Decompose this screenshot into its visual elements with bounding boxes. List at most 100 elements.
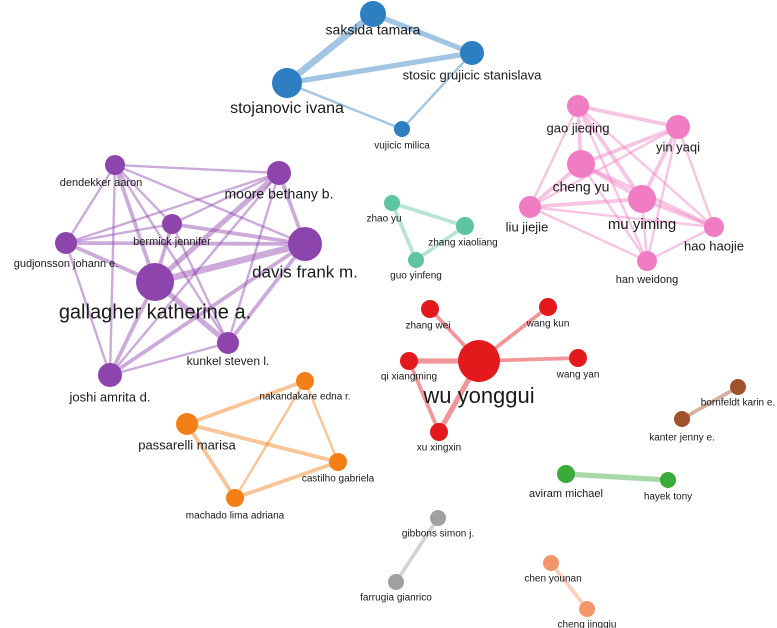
node-label-xuxx: xu xingxin bbox=[417, 443, 461, 454]
edge-moore-joshi bbox=[108, 171, 281, 377]
edge-gudjonsson-davis bbox=[64, 241, 307, 246]
edge-dendekker-joshi bbox=[108, 163, 117, 377]
node-label-haohaojie: hao haojie bbox=[684, 238, 744, 253]
edge-moore-gudjonsson bbox=[64, 171, 281, 245]
node-bornfeldt[interactable] bbox=[730, 379, 746, 395]
node-kunkel[interactable] bbox=[217, 332, 239, 354]
node-muyiming[interactable] bbox=[628, 185, 656, 213]
node-wangkun[interactable] bbox=[539, 298, 557, 316]
node-label-machado: machado lima adriana bbox=[186, 511, 285, 522]
node-label-aviram: aviram michael bbox=[529, 488, 603, 500]
node-nakandakare[interactable] bbox=[296, 372, 314, 390]
edge-saksida-stosic bbox=[370, 11, 475, 56]
node-label-passarelli: passarelli marisa bbox=[138, 437, 236, 452]
edge-dendekker-gallagher bbox=[113, 163, 157, 284]
node-bermick[interactable] bbox=[162, 214, 182, 234]
node-zhangwei[interactable] bbox=[421, 300, 439, 318]
edge-gudjonsson-joshi bbox=[64, 241, 112, 377]
node-machado[interactable] bbox=[226, 489, 244, 507]
node-label-wangyan: wang yan bbox=[556, 370, 600, 381]
node-hanweidong[interactable] bbox=[637, 251, 657, 271]
node-haohaojie[interactable] bbox=[704, 217, 724, 237]
node-gibbons[interactable] bbox=[430, 510, 446, 526]
edge-yinyaqi-chengyu bbox=[579, 125, 680, 166]
edge-stojanovic-vujicic bbox=[285, 81, 404, 131]
node-label-stosic: stosic grujicic stanislava bbox=[403, 67, 542, 82]
edge-moore-gallagher bbox=[152, 170, 282, 285]
edge-passarelli-castilho bbox=[185, 422, 340, 464]
node-hayek[interactable] bbox=[660, 472, 676, 488]
edge-davis-gallagher bbox=[151, 240, 309, 286]
node-chenyounan[interactable] bbox=[543, 555, 559, 571]
node-qixm[interactable] bbox=[400, 352, 418, 370]
edge-dendekker-bermick bbox=[113, 163, 174, 226]
edge-zhangxl-guoyf bbox=[414, 224, 467, 262]
node-chengyu[interactable] bbox=[567, 150, 595, 178]
edge-yinyaqi-liujiejie bbox=[528, 125, 680, 209]
edge-moore-bermick bbox=[170, 171, 281, 226]
edge-nakandakare-castilho bbox=[303, 379, 340, 464]
edge-dendekker-davis bbox=[113, 163, 307, 246]
node-joshi[interactable] bbox=[98, 363, 122, 387]
node-zhaoyu[interactable] bbox=[384, 195, 400, 211]
edge-gao-muyiming bbox=[576, 104, 644, 201]
node-davis[interactable] bbox=[288, 227, 322, 261]
edge-liujiejie-hanweidong bbox=[528, 205, 649, 263]
edge-zhaoyu-zhangxl bbox=[390, 201, 467, 228]
node-xuxx[interactable] bbox=[430, 423, 448, 441]
node-kanter[interactable] bbox=[674, 411, 690, 427]
node-label-zhaoyu: zhao yu bbox=[366, 214, 401, 225]
edge-gao-liujiejie bbox=[528, 104, 580, 209]
edge-nakandakare-machado bbox=[233, 379, 307, 500]
node-stosic[interactable] bbox=[460, 41, 484, 65]
edge-aviram-hayek bbox=[563, 471, 671, 483]
node-aviram[interactable] bbox=[557, 465, 575, 483]
node-label-gibbons: gibbons simon j. bbox=[402, 529, 474, 540]
node-castilho[interactable] bbox=[329, 453, 347, 471]
node-chengjq[interactable] bbox=[579, 601, 595, 617]
node-moore[interactable] bbox=[267, 161, 291, 185]
node-label-kunkel: kunkel steven l. bbox=[187, 354, 270, 368]
edge-dendekker-gudjonsson bbox=[64, 163, 117, 245]
node-liujiejie[interactable] bbox=[519, 196, 541, 218]
edge-bermick-kunkel bbox=[170, 222, 230, 345]
node-wangyan[interactable] bbox=[569, 349, 587, 367]
node-label-chenyounan: chen younan bbox=[524, 574, 581, 585]
node-passarelli[interactable] bbox=[176, 413, 198, 435]
nodes-layer bbox=[55, 1, 746, 617]
node-zhangxl[interactable] bbox=[456, 217, 474, 235]
edge-liujiejie-muyiming bbox=[528, 197, 644, 209]
edge-davis-joshi bbox=[108, 242, 307, 377]
node-label-davis: davis frank m. bbox=[252, 262, 358, 281]
node-saksida[interactable] bbox=[360, 1, 386, 27]
node-wuyg[interactable] bbox=[458, 340, 500, 382]
edge-qixm-xuxx bbox=[407, 359, 441, 434]
node-label-farrugia: farrugia gianrico bbox=[360, 593, 432, 604]
edge-dendekker-kunkel bbox=[113, 163, 230, 345]
node-guoyf[interactable] bbox=[408, 252, 424, 268]
node-label-chengyu: cheng yu bbox=[553, 179, 610, 195]
node-label-guoyf: guo yinfeng bbox=[390, 271, 442, 282]
edge-bermick-gudjonsson bbox=[64, 222, 174, 245]
edge-passarelli-machado bbox=[185, 422, 237, 500]
node-dendekker[interactable] bbox=[105, 155, 125, 175]
node-label-zhangxl: zhang xiaoliang bbox=[428, 238, 498, 249]
node-vujicic[interactable] bbox=[394, 121, 410, 137]
node-gudjonsson[interactable] bbox=[55, 232, 77, 254]
node-yinyaqi[interactable] bbox=[666, 115, 690, 139]
node-farrugia[interactable] bbox=[388, 574, 404, 590]
node-label-nakandakare: nakandakare edna r. bbox=[259, 392, 350, 403]
node-gao[interactable] bbox=[567, 95, 589, 117]
edge-liujiejie-haohaojie bbox=[528, 205, 716, 229]
node-gallagher[interactable] bbox=[136, 263, 174, 301]
edge-gao-yinyaqi bbox=[576, 104, 680, 129]
edge-chengyu-hanweidong bbox=[579, 162, 649, 263]
edge-castilho-machado bbox=[233, 460, 340, 500]
node-stojanovic[interactable] bbox=[272, 68, 302, 98]
node-label-muyiming: mu yiming bbox=[608, 216, 676, 233]
node-label-dendekker: dendekker aaron bbox=[60, 177, 143, 189]
node-label-gao: gao jieqing bbox=[547, 120, 610, 135]
edge-stosic-vujicic bbox=[400, 51, 474, 131]
node-label-joshi: joshi amrita d. bbox=[69, 389, 151, 404]
